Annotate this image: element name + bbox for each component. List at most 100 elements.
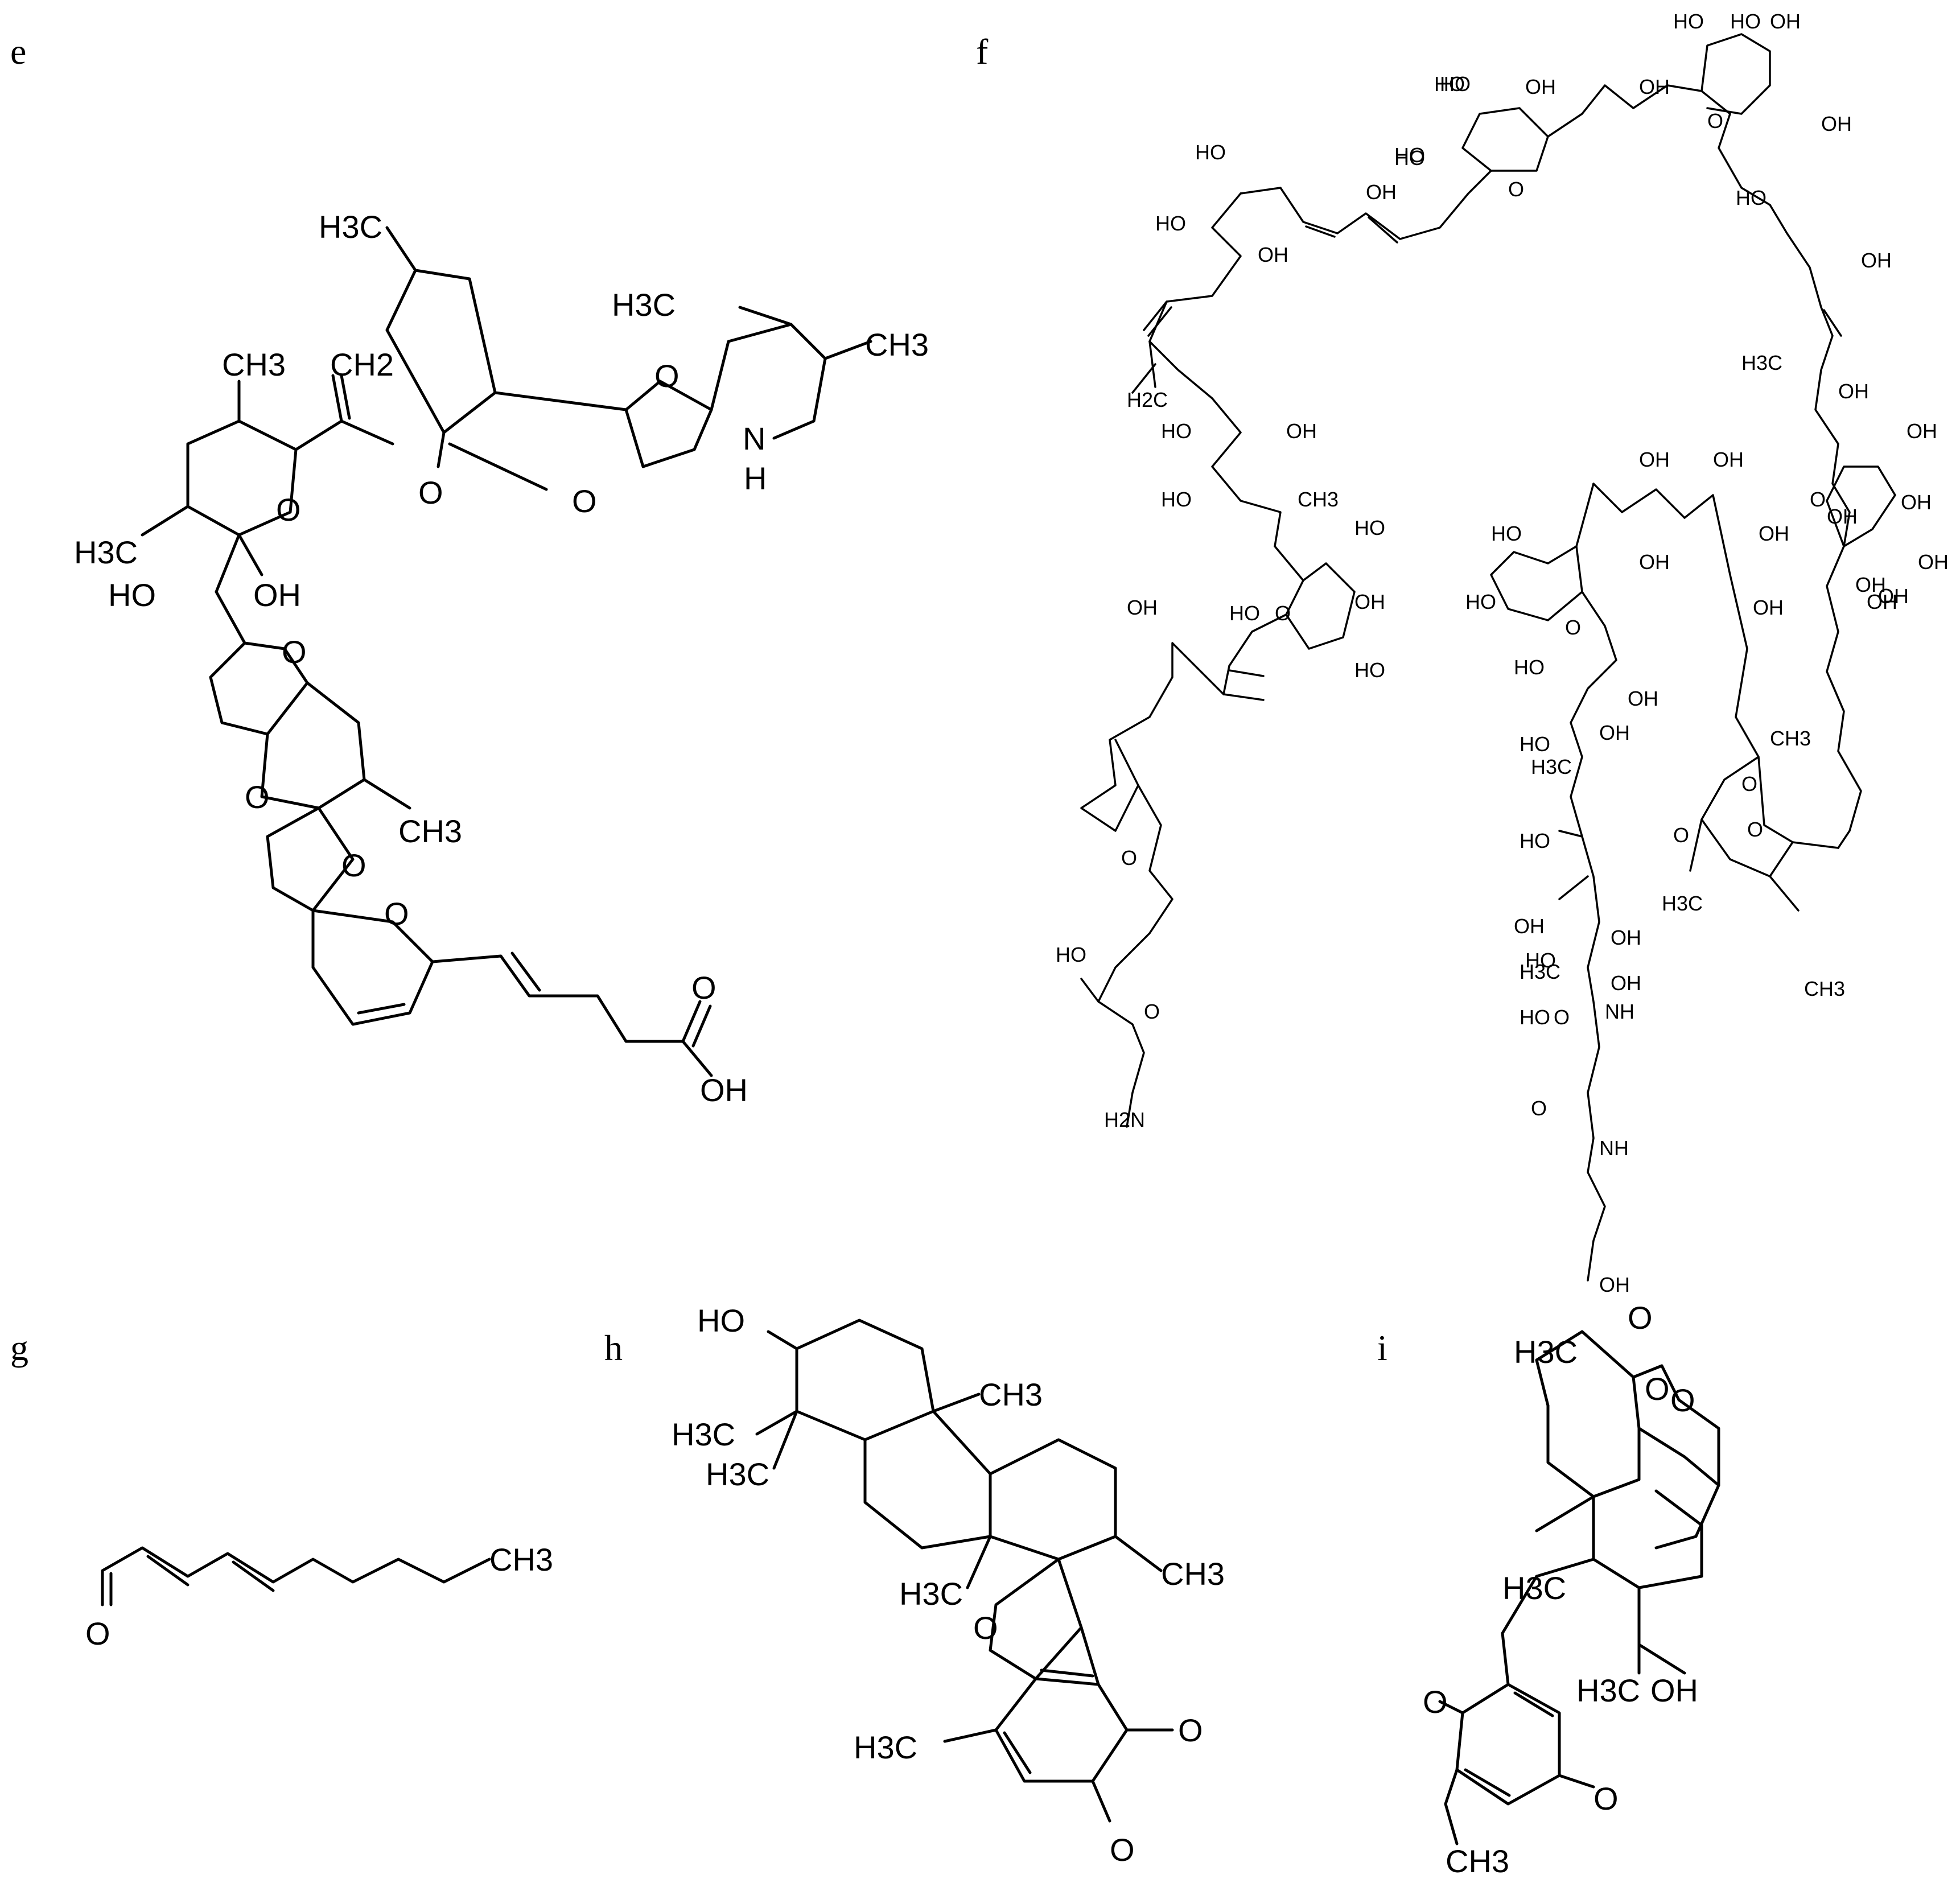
structure-g-bonds xyxy=(101,1546,491,1606)
atom-f-14: HO xyxy=(1730,10,1761,33)
atom-h-6: CH3 xyxy=(1161,1556,1225,1592)
atom-f-39: OH xyxy=(1713,448,1744,471)
atom-e-12: O xyxy=(276,492,301,528)
atom-f-60: OH xyxy=(1855,573,1886,596)
structure-i-bonds xyxy=(1438,1330,1720,1845)
atom-h-1: HO xyxy=(697,1303,745,1338)
atom-i-6: H3C xyxy=(1576,1672,1640,1708)
atom-f-48: OH xyxy=(1628,687,1658,710)
atom-f-47: OH xyxy=(1599,721,1630,744)
atom-f-12: OH xyxy=(1639,75,1670,98)
atom-f-51: HO xyxy=(1520,829,1550,852)
atom-f-25: OH xyxy=(1827,505,1858,528)
atom-e-18: O xyxy=(341,847,367,883)
atom-e-11: H3C xyxy=(74,534,138,570)
atom-f-59: O xyxy=(1673,823,1689,847)
atom-i-2: H3C xyxy=(1514,1334,1578,1370)
atom-h-10: O xyxy=(1110,1832,1135,1868)
atom-f-67: NH xyxy=(1605,1000,1634,1023)
atom-f-27: OH xyxy=(1907,419,1937,443)
atom-f-46: HO xyxy=(1514,656,1545,679)
atom-e-2: CH3 xyxy=(222,347,286,382)
atom-f-6: HO xyxy=(1434,72,1465,96)
atom-e-3: CH2 xyxy=(330,347,394,382)
atom-f-4: OH xyxy=(1366,180,1397,204)
atom-f-37: HO xyxy=(1229,602,1260,625)
atom-h-4: H3C xyxy=(706,1456,769,1492)
atom-f-20: HO xyxy=(1161,419,1192,443)
atom-i-1: O xyxy=(1628,1300,1653,1336)
panel-label-e: e xyxy=(10,31,26,72)
panel-label-g: g xyxy=(10,1328,28,1368)
atom-f-69: O xyxy=(1531,1097,1547,1120)
atom-e-19: O xyxy=(384,896,409,932)
structure-i: O H3C O H3C O H3C OH O O CH3 xyxy=(1423,1300,1720,1879)
atom-f-72: OH xyxy=(1599,1273,1630,1296)
atom-f-43: HO xyxy=(1465,590,1496,613)
atom-f-35: OH xyxy=(1127,596,1158,619)
atom-e-6: O xyxy=(654,358,680,394)
atom-h-9: O xyxy=(1178,1712,1203,1748)
atom-g-2: O xyxy=(85,1616,110,1651)
structure-g: CH3 O xyxy=(85,1542,553,1651)
atom-f-11: O xyxy=(1707,109,1723,133)
atom-f-23: CH3 xyxy=(1298,488,1339,511)
atom-e-21: OH xyxy=(700,1072,748,1108)
atom-f-19: H2C xyxy=(1127,388,1168,411)
atom-i-5: O xyxy=(1645,1371,1670,1407)
atom-h-5: H3C xyxy=(899,1576,963,1612)
atom-f-58: OH xyxy=(1867,590,1897,613)
atom-f-26: H3C xyxy=(1741,351,1782,374)
atom-h-8: H3C xyxy=(854,1729,917,1765)
atom-i-8: O xyxy=(1423,1684,1448,1720)
atom-f-74: O xyxy=(1121,846,1137,870)
atom-f-29: OH xyxy=(1918,550,1949,574)
atom-f-24: OH xyxy=(1838,380,1869,403)
atom-e-7: O xyxy=(418,475,443,510)
atom-f-44: O xyxy=(1565,616,1581,639)
atom-i-4: H3C xyxy=(1502,1570,1566,1606)
atom-f-13: HO xyxy=(1673,10,1704,33)
atom-f-70: NH xyxy=(1599,1136,1629,1160)
atom-f-38: OH xyxy=(1639,448,1670,471)
atom-f-17: OH xyxy=(1821,112,1852,135)
atom-f-73: H2N xyxy=(1104,1108,1145,1131)
atom-i-3: O xyxy=(1670,1382,1695,1418)
atom-f-31: OH xyxy=(1878,584,1909,608)
atom-e-5: CH3 xyxy=(865,327,929,362)
atom-f-54: HO xyxy=(1520,1006,1550,1029)
atom-e-14: OH xyxy=(253,577,301,613)
atom-e-15: O xyxy=(282,634,307,670)
atom-e-16: O xyxy=(245,779,270,815)
atom-f-28: OH xyxy=(1901,491,1932,514)
atom-f-65: HO xyxy=(1056,943,1086,966)
atom-f-22: HO xyxy=(1161,488,1192,511)
atom-f-66: O xyxy=(1144,1000,1160,1023)
atom-f-71: CH3 xyxy=(1804,977,1845,1000)
atom-i-7: OH xyxy=(1650,1672,1698,1708)
atom-f-45: OH xyxy=(1753,596,1784,619)
atom-f-62: O xyxy=(1747,818,1763,841)
atom-f-42: OH xyxy=(1639,550,1670,574)
panel-label-i: i xyxy=(1377,1328,1387,1368)
atom-f-36: O xyxy=(1275,602,1291,625)
atom-f-2: OH xyxy=(1258,243,1288,266)
atom-f-15: OH xyxy=(1770,10,1801,33)
atom-f-32: HO xyxy=(1354,516,1385,539)
atom-f-16: HO xyxy=(1736,186,1767,209)
atom-e-8: O xyxy=(572,483,597,519)
atom-f-50: OH xyxy=(1611,926,1641,949)
atom-f-41: HO xyxy=(1491,522,1522,545)
atom-e-20: O xyxy=(691,970,717,1006)
atom-h-2: CH3 xyxy=(979,1377,1043,1412)
atom-h-3: H3C xyxy=(672,1416,735,1452)
atom-f-61: HO xyxy=(1525,949,1556,972)
atom-e-4: H3C xyxy=(612,287,676,323)
panel-label-f: f xyxy=(976,31,989,72)
atom-f-9: HO xyxy=(1394,146,1425,170)
atom-f-53: OH xyxy=(1514,914,1545,938)
atom-e-13: HO xyxy=(108,577,156,613)
atom-f-7: O xyxy=(1508,178,1524,201)
atom-f-1: HO xyxy=(1195,141,1226,164)
